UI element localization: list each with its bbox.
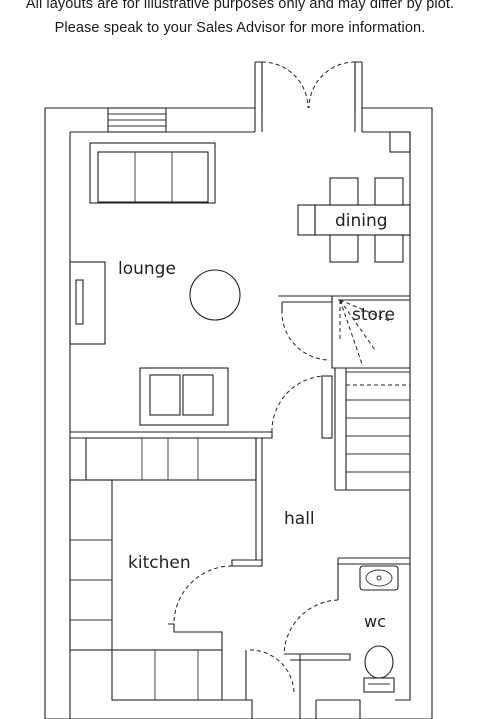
dining-table (297, 177, 411, 263)
staircase (331, 295, 410, 491)
tv-unit (69, 261, 106, 345)
sofa (89, 142, 216, 204)
room-label-lounge: lounge (118, 259, 176, 279)
front-door (222, 649, 361, 719)
kitchen-door (168, 559, 263, 650)
window (107, 107, 167, 133)
basin (359, 565, 399, 591)
room-label-wc: wc (364, 612, 386, 631)
room-label-hall: hall (284, 509, 315, 529)
lounge-door (70, 375, 333, 439)
room-label-kitchen: kitchen (128, 553, 191, 573)
wc-room (283, 557, 410, 693)
french-doors (261, 61, 356, 112)
room-label-store: store (352, 305, 395, 325)
room-label-dining: dining (335, 211, 388, 231)
store-door (278, 295, 333, 361)
disclaimer-line-2: Please speak to your Sales Advisor for m… (54, 20, 426, 36)
armchair (139, 367, 229, 426)
corner-unit (389, 131, 411, 153)
round-table (189, 269, 241, 321)
disclaimer-line-1: All layouts are for illustrative purpose… (25, 0, 455, 12)
toilet-icon (364, 645, 394, 679)
